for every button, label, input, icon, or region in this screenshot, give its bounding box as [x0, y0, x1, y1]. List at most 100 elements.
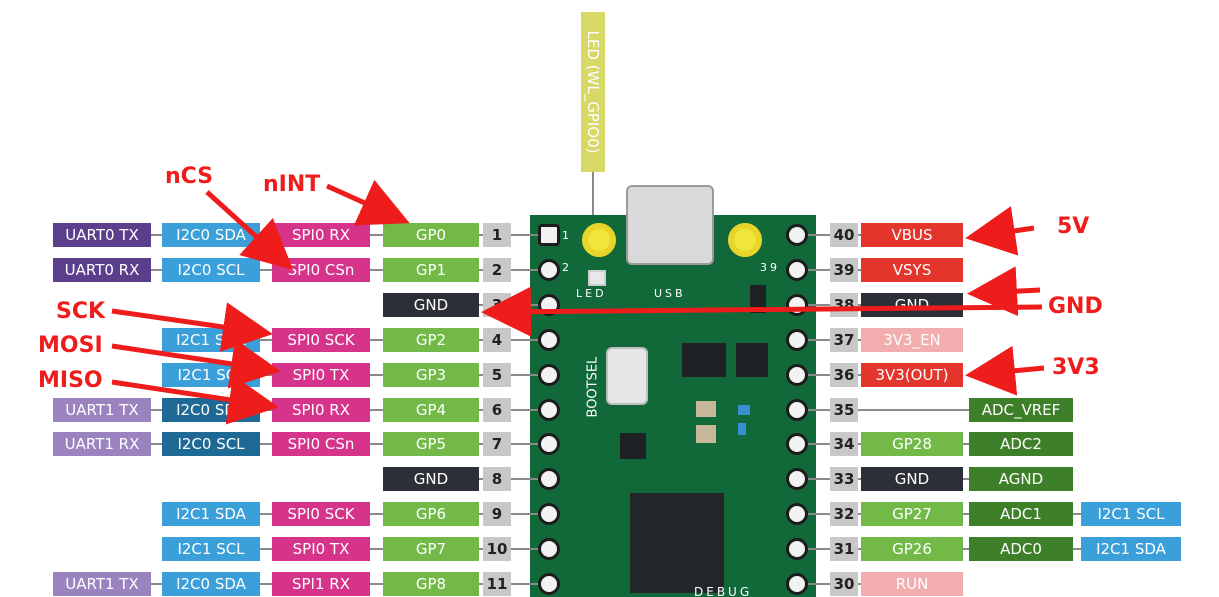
pin-label-gp: GP3: [383, 363, 479, 387]
pin-number: 38: [830, 293, 858, 317]
connector-line: [800, 409, 1073, 411]
arrow-5v: [965, 206, 1035, 256]
pico-board: 1 2 39 LED USB BOOTSEL DEBUG: [530, 185, 816, 597]
pin-label-gnd: GND: [861, 293, 963, 317]
pin-hole: [786, 433, 808, 455]
pin-label-power: VBUS: [861, 223, 963, 247]
pin-label-spi: SPI0 CSn: [272, 432, 370, 456]
pin-label-i2c: I2C1 SCL: [162, 363, 260, 387]
pin-number: 3: [483, 293, 511, 317]
pin-hole: [538, 259, 560, 281]
mount-hole-right-icon: [728, 223, 762, 257]
pin-hole: [786, 364, 808, 386]
arrow-3v3: [965, 345, 1045, 396]
pin-label-gp: GP26: [861, 537, 963, 561]
pin-hole: [538, 503, 560, 525]
pin-number: 33: [830, 467, 858, 491]
pin-hole: [538, 433, 560, 455]
pin-label-spi: SPI1 RX: [272, 572, 370, 596]
pin-label-gp: GP4: [383, 398, 479, 422]
pin-label-uart: UART0 TX: [53, 223, 151, 247]
usb-connector: [626, 185, 714, 265]
annotation-5v: 5V: [1057, 214, 1090, 239]
pin-hole: [538, 538, 560, 560]
pin-number: 9: [483, 502, 511, 526]
pin-hole: [786, 468, 808, 490]
pin-label-uart_light: UART1 RX: [53, 432, 151, 456]
pin-label-gp: GP0: [383, 223, 479, 247]
pin-hole: [786, 503, 808, 525]
pin-label-i2c: I2C0 SDA: [162, 572, 260, 596]
capacitor-1: [696, 401, 716, 417]
rp2040-chip: [630, 493, 724, 593]
pin-hole: [786, 329, 808, 351]
pin-label-spi: SPI0 RX: [272, 398, 370, 422]
pin-number: 36: [830, 363, 858, 387]
pin-label-uart_light: UART1 TX: [53, 572, 151, 596]
pin-label-gp: GP5: [383, 432, 479, 456]
pin-label-adc: ADC2: [969, 432, 1073, 456]
arrow-gnd-right: [967, 266, 1041, 317]
pin-label-i2c_dark: I2C0 SDA: [162, 398, 260, 422]
pin-number: 30: [830, 572, 858, 596]
pin-label-gnd: GND: [383, 467, 479, 491]
pin-number: 35: [830, 398, 858, 422]
pin-label-gp: GP2: [383, 328, 479, 352]
pin-label-spi: SPI0 TX: [272, 363, 370, 387]
chip-2: [736, 343, 768, 377]
usb-silkscreen: USB: [654, 287, 686, 300]
pin-label-i2c: I2C0 SDA: [162, 223, 260, 247]
pin-hole: [538, 329, 560, 351]
pin-number: 2: [483, 258, 511, 282]
bootsel-button: [606, 347, 648, 405]
pin-number: 39: [830, 258, 858, 282]
pin-label-spi: SPI0 TX: [272, 537, 370, 561]
pin-label-power_light: RUN: [861, 572, 963, 596]
pin-label-spi: SPI0 RX: [272, 223, 370, 247]
pin-label-gp: GP7: [383, 537, 479, 561]
pin-label-spi: SPI0 SCK: [272, 502, 370, 526]
pin-label-adc: ADC0: [969, 537, 1073, 561]
pin-label-i2c_dark: I2C0 SCL: [162, 432, 260, 456]
pin1-mark: 1: [562, 229, 572, 242]
capacitor-4: [738, 423, 746, 435]
pin-label-adc: AGND: [969, 467, 1073, 491]
pin-hole: [538, 573, 560, 595]
pin-label-i2c: I2C1 SDA: [162, 502, 260, 526]
pin-number: 4: [483, 328, 511, 352]
pin-label-i2c: I2C0 SCL: [162, 258, 260, 282]
debug-silkscreen: DEBUG: [694, 585, 753, 597]
bootsel-silkscreen: BOOTSEL: [585, 356, 601, 418]
chip-3: [750, 285, 766, 313]
led-label-text: LED (WL_GPIO0): [584, 30, 602, 154]
annotation-3v3: 3V3: [1052, 355, 1100, 380]
pin2-mark: 2: [562, 261, 572, 274]
pin-label-adc: ADC_VREF: [969, 398, 1073, 422]
capacitor-2: [696, 425, 716, 443]
pin-hole: [538, 364, 560, 386]
pin-hole: [786, 259, 808, 281]
pin-number: 32: [830, 502, 858, 526]
arrow-nint: [325, 179, 410, 226]
pin-label-power: 3V3(OUT): [861, 363, 963, 387]
pin-label-power_light: 3V3_EN: [861, 328, 963, 352]
pin-number: 11: [483, 572, 511, 596]
pin-label-i2c: I2C1 SDA: [1081, 537, 1181, 561]
pin-label-gnd: GND: [861, 467, 963, 491]
pin-label-i2c: I2C1 SCL: [162, 537, 260, 561]
pin-number: 10: [483, 537, 511, 561]
pin-hole: [786, 573, 808, 595]
pin-hole: [538, 399, 560, 421]
pin-label-i2c: I2C1 SDA: [162, 328, 260, 352]
pin-label-uart: UART0 RX: [53, 258, 151, 282]
annotation-mosi: MOSI: [38, 333, 103, 358]
pin-label-uart_light: UART1 TX: [53, 398, 151, 422]
pin-label-spi: SPI0 SCK: [272, 328, 370, 352]
pin-label-gnd: GND: [383, 293, 479, 317]
led-component-icon: [588, 270, 606, 286]
pin-number: 40: [830, 223, 858, 247]
pin-number: 34: [830, 432, 858, 456]
pin-hole: [786, 399, 808, 421]
pin-label-i2c: I2C1 SCL: [1081, 502, 1181, 526]
